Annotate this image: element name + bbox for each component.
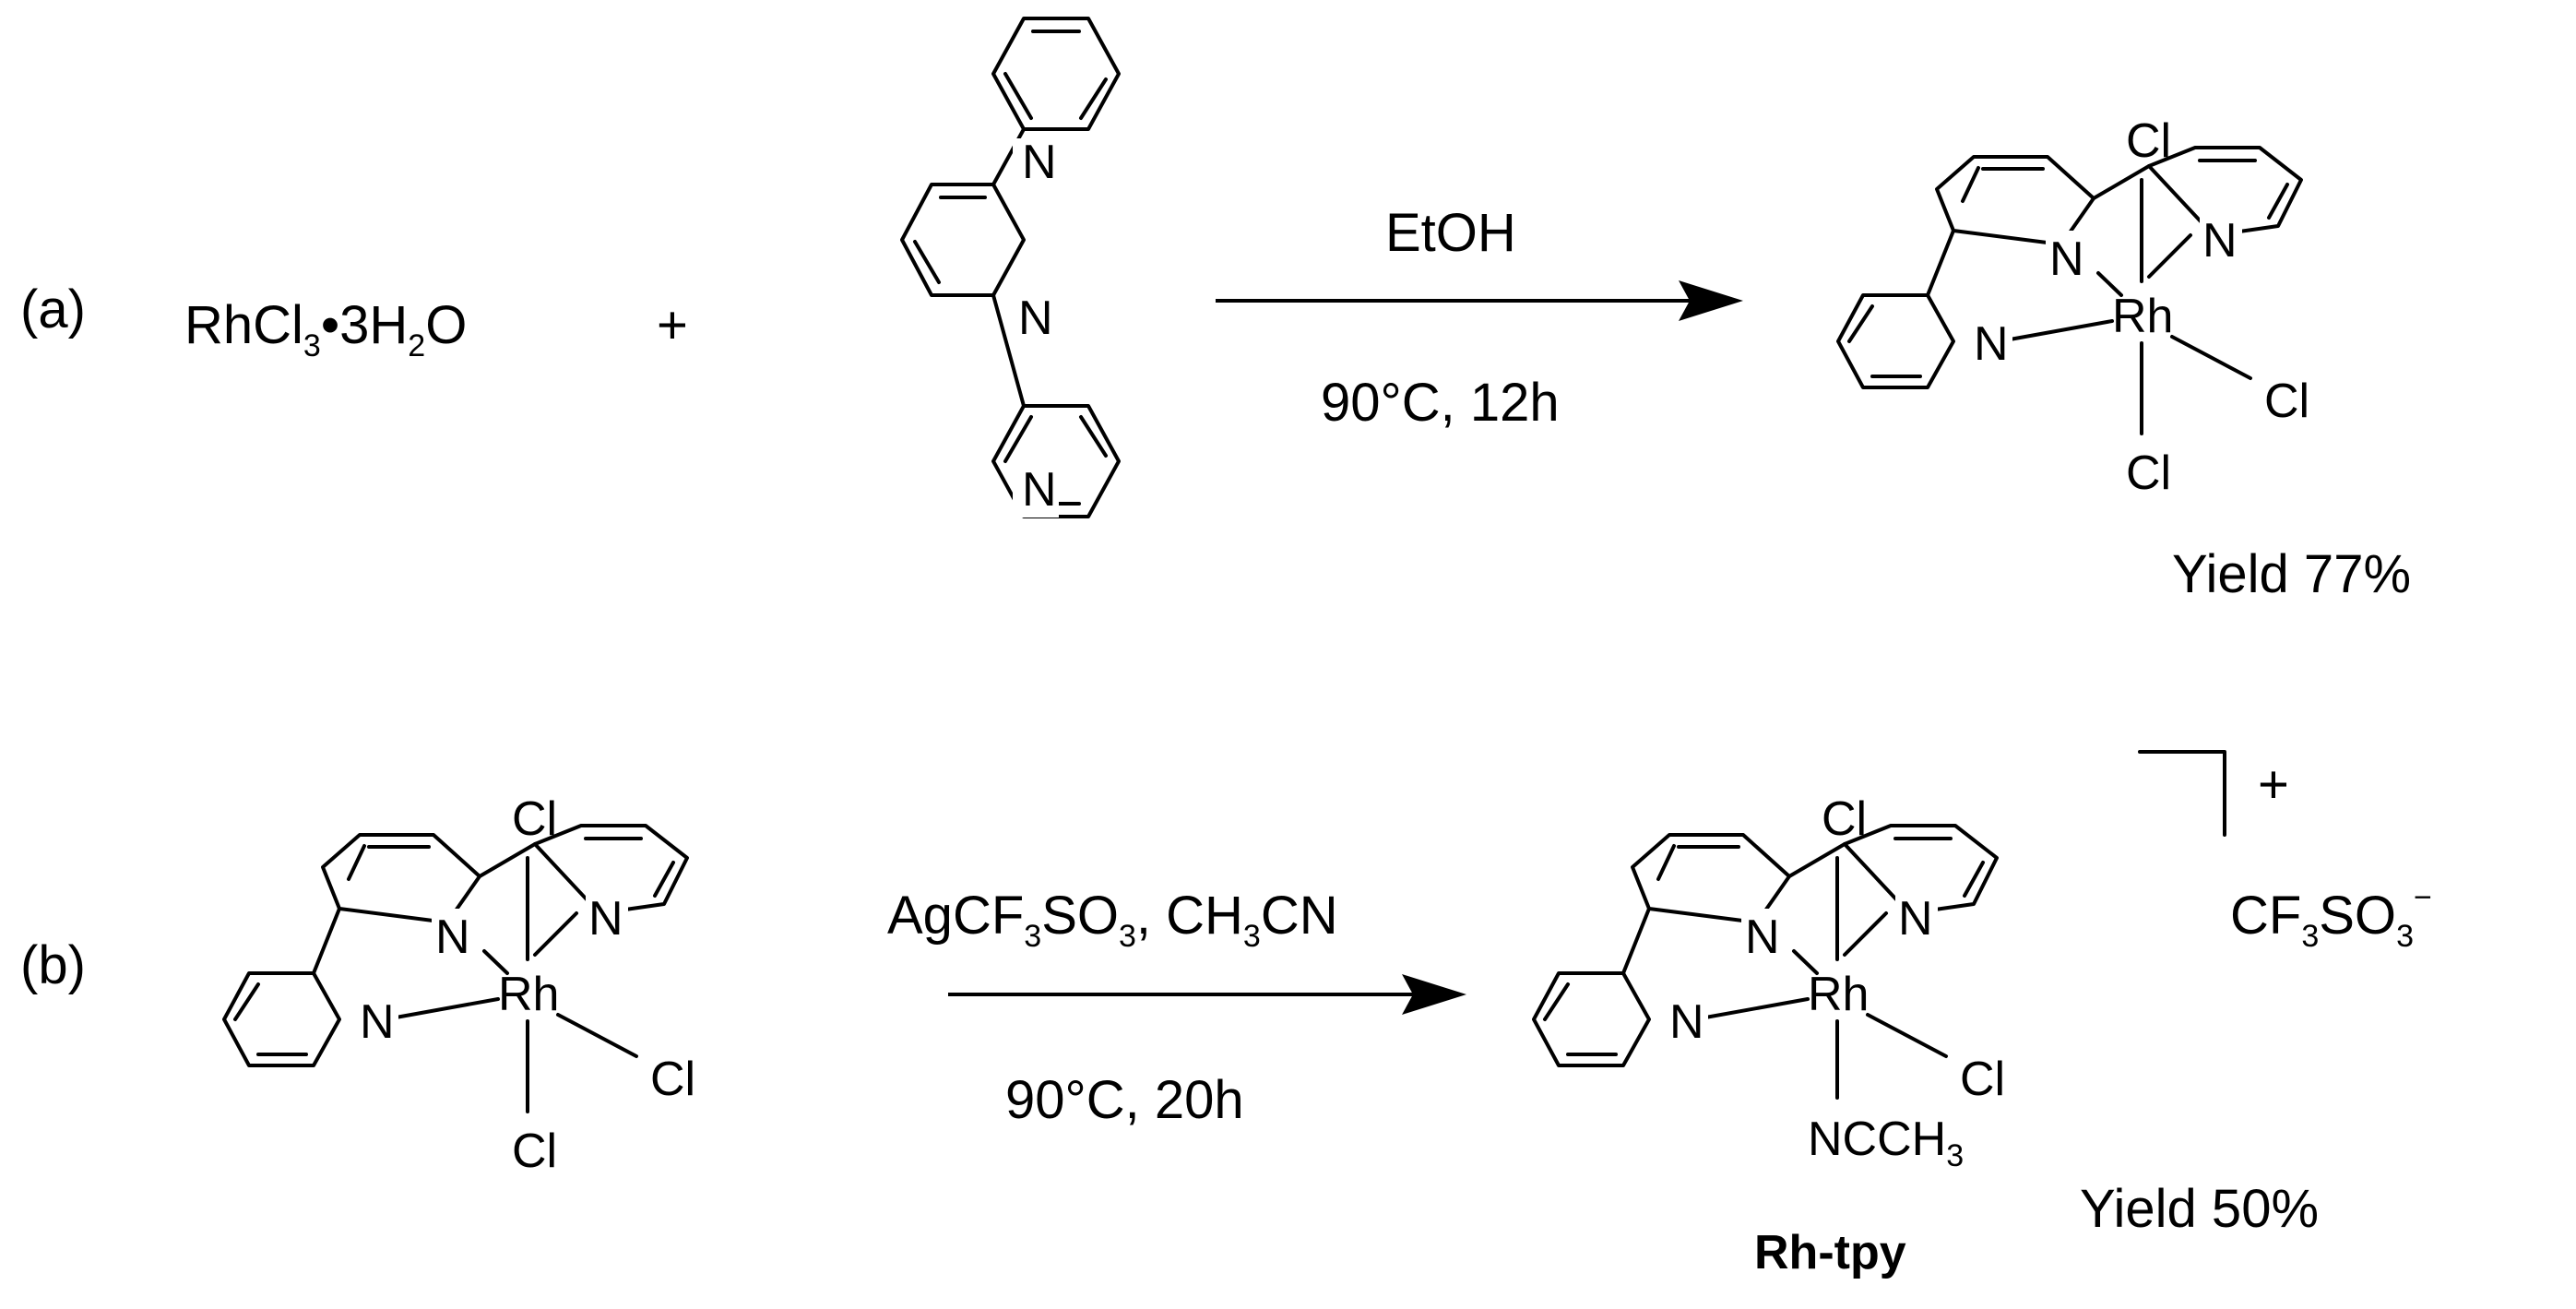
- tpy-nitrogen-top: N: [1022, 136, 1057, 189]
- terpyridine-ligand: N N N: [900, 17, 1121, 518]
- complex-a-rh: Rh: [2112, 290, 2173, 343]
- complex-b1-cl-right: Cl: [650, 1053, 695, 1106]
- condition-a-top: EtOH: [1385, 203, 1516, 263]
- rhcl3-reactant: RhCl3•3H2O: [184, 295, 467, 363]
- complex-b1-cl-bottom: Cl: [512, 1125, 557, 1178]
- complex-b2-cl-top: Cl: [1822, 792, 1867, 846]
- cation-charge: +: [2258, 755, 2289, 815]
- product-name: Rh-tpy: [1754, 1226, 1906, 1279]
- condition-a-bottom: 90°C, 12h: [1321, 373, 1560, 433]
- complex-a-n-right: N: [2202, 214, 2238, 268]
- counterion: CF3SO3−: [2230, 880, 2432, 954]
- complex-b2-cl-right: Cl: [1960, 1053, 2005, 1106]
- tpy-nitrogen-center: N: [1018, 292, 1053, 345]
- scheme-b-label: (b): [20, 935, 86, 995]
- complex-b2-n-right: N: [1898, 892, 1933, 946]
- rh-tpy-product-complex: N N N Rh Cl Cl NCCH3: [1532, 792, 2005, 1173]
- complex-b1-n-center: N: [435, 910, 470, 964]
- complex-b1-cl-top: Cl: [512, 792, 557, 846]
- complex-a-n-left: N: [1974, 317, 2009, 371]
- condition-b-bottom: 90°C, 20h: [1005, 1070, 1244, 1130]
- complex-b1-rh: Rh: [498, 968, 559, 1021]
- complex-a-cl-bottom: Cl: [2126, 446, 2171, 500]
- yield-b: Yield 50%: [2080, 1179, 2319, 1239]
- rh-tpy-cl3-complex: N N N Rh Cl Cl Cl: [1836, 114, 2309, 500]
- complex-a-cl-top: Cl: [2126, 114, 2171, 168]
- scheme-a-label: (a): [20, 280, 86, 339]
- complex-b2-acetonitrile: NCCH3: [1808, 1113, 1964, 1173]
- charge-bracket: [2138, 750, 2226, 837]
- complex-b2-rh: Rh: [1808, 968, 1869, 1021]
- condition-b-top: AgCF3SO3, CH3CN: [887, 886, 1338, 954]
- complex-a-n-center: N: [2049, 232, 2084, 286]
- complex-b2-n-left: N: [1669, 995, 1704, 1049]
- rh-tpy-cl3-starting-complex: N N N Rh Cl Cl Cl: [222, 792, 695, 1178]
- complex-b1-n-right: N: [588, 892, 623, 946]
- yield-a: Yield 77%: [2172, 544, 2411, 604]
- complex-a-cl-right: Cl: [2264, 375, 2309, 428]
- complex-b2-n-center: N: [1745, 910, 1780, 964]
- tpy-nitrogen-bottom: N: [1022, 463, 1057, 517]
- complex-b1-n-left: N: [360, 995, 395, 1049]
- plus-sign: +: [657, 295, 688, 355]
